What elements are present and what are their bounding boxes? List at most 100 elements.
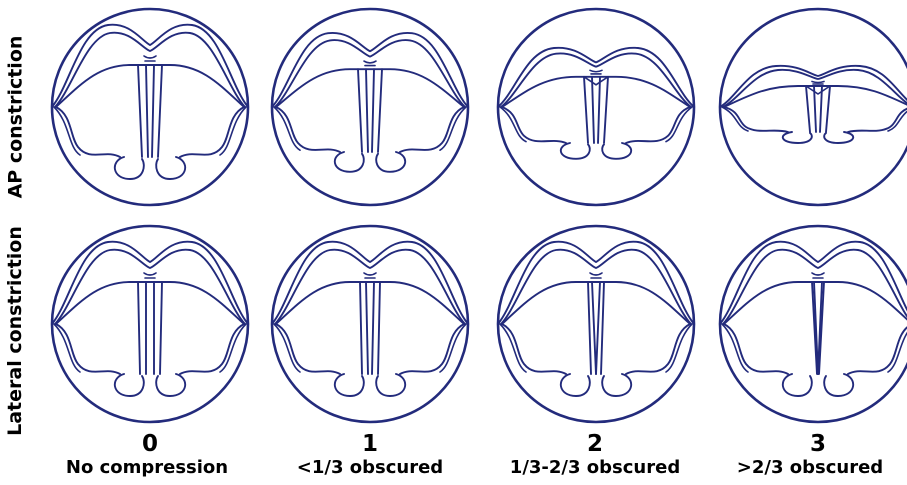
larynx-diagram-lateral-grade-3 [720,226,907,422]
arytenoid-lobe-left [561,374,590,396]
arytenoid-lobe-left [561,143,590,159]
scope-circle [52,9,248,205]
aryepiglottic-fold-outer [220,107,246,155]
arytenoid-lobe-left [115,374,144,396]
laryngeal-inlet [56,282,244,324]
vocal-cord-inner [366,69,368,152]
vallecula-mark [812,82,824,83]
grade-2-number: 2 [495,433,695,456]
vocal-cord [358,69,362,152]
vocal-cord [604,77,608,143]
vocal-cord [588,282,591,374]
vocal-cord-inner [366,282,368,374]
vallecula-mark [364,61,376,63]
vocal-cord [138,65,142,157]
larynx-diagram-lateral-grade-2 [498,226,694,422]
grade-2-description: 1/3-2/3 obscured [495,459,695,477]
grade-0-number: 0 [50,433,250,456]
vocal-cord-inner [152,65,154,157]
larynx-diagram-lateral-grade-0 [52,226,248,422]
laryngeal-inlet [276,69,464,107]
vocal-cord [360,282,362,374]
epiglottis-inner-edge [275,250,465,324]
aryepiglottic-fold-outer [500,324,526,372]
vallecula-mark [364,273,376,275]
arytenoid-lobe-right [602,143,631,159]
aryepiglottic-fold [180,107,244,157]
vocal-cord [806,86,810,132]
laryngeal-inlet [502,282,690,324]
vocal-cord-inner [596,282,600,374]
arytenoid-lobe-left [115,157,144,179]
grade-1-description: <1/3 obscured [270,459,470,477]
grade-3-number: 3 [718,433,907,456]
vocal-cord-inner [592,77,594,143]
vocal-cord [584,77,588,143]
vocal-cord-inner [372,282,374,374]
laryngeal-inlet [56,65,244,107]
arytenoid-lobe-right [156,157,185,179]
scope-circle [720,9,907,205]
constriction-notch [584,77,608,85]
aryepiglottic-fold [400,107,464,152]
arytenoid-lobe-right [376,374,405,396]
vocal-cord-inner [598,77,600,143]
vocal-cord [601,282,604,374]
vocal-cord-inner [372,69,374,152]
scope-circle [498,9,694,205]
aryepiglottic-fold-outer [666,324,692,372]
epiglottis-inner-edge [501,250,691,324]
aryepiglottic-fold [400,324,464,374]
vallecula-mark [812,273,824,275]
constriction-notch [806,86,830,94]
aryepiglottic-fold [848,107,907,132]
larynx-diagram-ap-grade-0 [52,9,248,205]
aryepiglottic-fold-outer [440,324,466,372]
arytenoid-lobe-right [156,374,185,396]
aryepiglottic-fold [56,107,120,157]
aryepiglottic-fold [724,324,788,374]
aryepiglottic-fold [626,107,690,143]
vocal-cord [378,69,382,152]
larynx-diagram-ap-grade-3 [720,9,907,205]
aryepiglottic-fold-outer [54,324,80,372]
aryepiglottic-fold-outer [722,107,748,131]
vocal-cord [826,86,830,132]
aryepiglottic-fold [276,324,340,374]
vallecula-mark [590,70,602,71]
aryepiglottic-fold [724,107,788,132]
vocal-cord [158,65,162,157]
larynx-diagram-ap-grade-2 [498,9,694,205]
aryepiglottic-fold-outer [722,324,748,372]
aryepiglottic-fold-outer [500,107,526,142]
grade-3-description: >2/3 obscured [710,459,907,477]
vallecula-mark [144,56,156,58]
vallecula-mark [590,273,602,275]
arytenoid-lobe-left [335,152,364,172]
vocal-cord [378,282,380,374]
scope-circle [498,226,694,422]
vallecula-mark [144,273,156,275]
larynx-diagram-ap-grade-1 [272,9,468,205]
epiglottis-inner-edge [55,250,245,324]
arytenoid-lobe-left [783,132,812,143]
grade-1-number: 1 [270,433,470,456]
arytenoid-lobe-left [783,374,812,396]
aryepiglottic-fold [626,324,690,374]
larynx-diagram-lateral-grade-1 [272,226,468,422]
aryepiglottic-fold [848,324,907,374]
vocal-cord-inner [592,282,596,374]
aryepiglottic-fold-outer [54,107,80,155]
scope-circle [272,9,468,205]
scope-circle [272,226,468,422]
laryngeal-inlet [276,282,464,324]
vocal-cord [160,282,162,374]
grade-0-description: No compression [47,459,247,477]
laryngeal-inlet [502,77,690,107]
vocal-cord [138,282,140,374]
vocal-cord-inner [146,65,148,157]
arytenoid-lobe-right [376,152,405,172]
aryepiglottic-fold-outer [220,324,246,372]
aryepiglottic-fold [276,107,340,152]
